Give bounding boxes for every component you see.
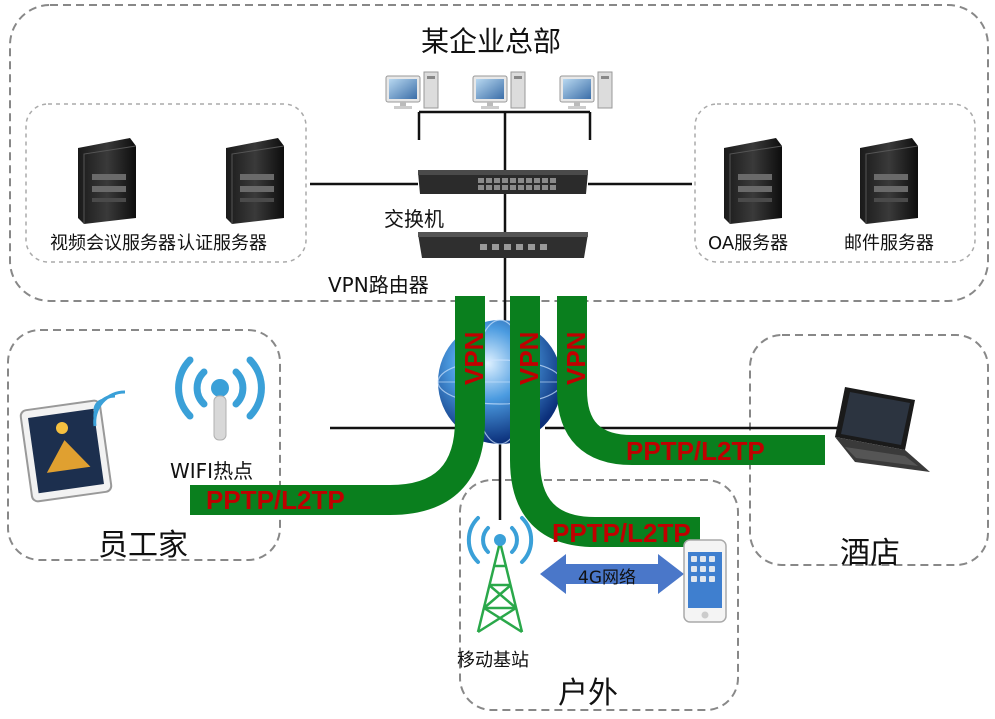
router-icon: [418, 232, 588, 258]
protocol-label-outdoor: PPTP/L2TP: [552, 518, 691, 548]
home-label: 员工家: [98, 528, 188, 563]
left-server-group: [25, 103, 307, 263]
hq-title: 某企业总部: [421, 25, 562, 58]
right-server-group: [694, 103, 976, 263]
tablet-signal-icon: [93, 390, 126, 427]
tablet-icon: [19, 399, 113, 503]
desktop-icon: [385, 71, 439, 110]
hq-region: [9, 4, 989, 302]
switch-icon: [418, 170, 588, 194]
home-region: [7, 329, 281, 561]
vpn-label-1: VPN: [459, 331, 489, 385]
tunnel-outdoor: [510, 296, 700, 547]
server-label-mail: 邮件服务器: [844, 233, 934, 254]
hq-wiring: [310, 110, 692, 340]
4g-link-arrow: [540, 554, 684, 594]
tower-icon: [466, 516, 534, 634]
laptop-icon: [835, 387, 930, 472]
desktop-icon: [559, 71, 613, 110]
router-label: VPN路由器: [328, 273, 429, 297]
server-label-auth: 认证服务器: [177, 233, 267, 254]
switch-label: 交换机: [384, 207, 444, 231]
outdoor-label: 户外: [558, 676, 618, 711]
tunnel-hotel: [557, 296, 825, 465]
4g-label: 4G网络: [578, 568, 636, 588]
protocol-label-home: PPTP/L2TP: [206, 485, 345, 515]
outdoor-region: [459, 479, 739, 711]
desktop-icon: [472, 71, 526, 110]
vpn-label-3: VPN: [561, 331, 591, 385]
hotel-label: 酒店: [840, 536, 900, 571]
tunnel-home: [190, 296, 485, 515]
vpn-label-2: VPN: [514, 331, 544, 385]
phone-icon: [683, 539, 727, 623]
wifi-icon: [175, 356, 265, 441]
server-icon: [859, 137, 919, 225]
server-icon: [77, 137, 137, 225]
tower-label: 移动基站: [457, 650, 529, 671]
vpn-tunnels: [190, 296, 825, 547]
server-label-video-conf: 视频会议服务器: [50, 233, 176, 254]
server-icon: [723, 137, 783, 225]
hotspot-label: WIFI热点: [170, 459, 254, 483]
server-icon: [225, 137, 285, 225]
server-label-oa: OA服务器: [708, 233, 789, 254]
protocol-label-hotel: PPTP/L2TP: [626, 436, 765, 466]
